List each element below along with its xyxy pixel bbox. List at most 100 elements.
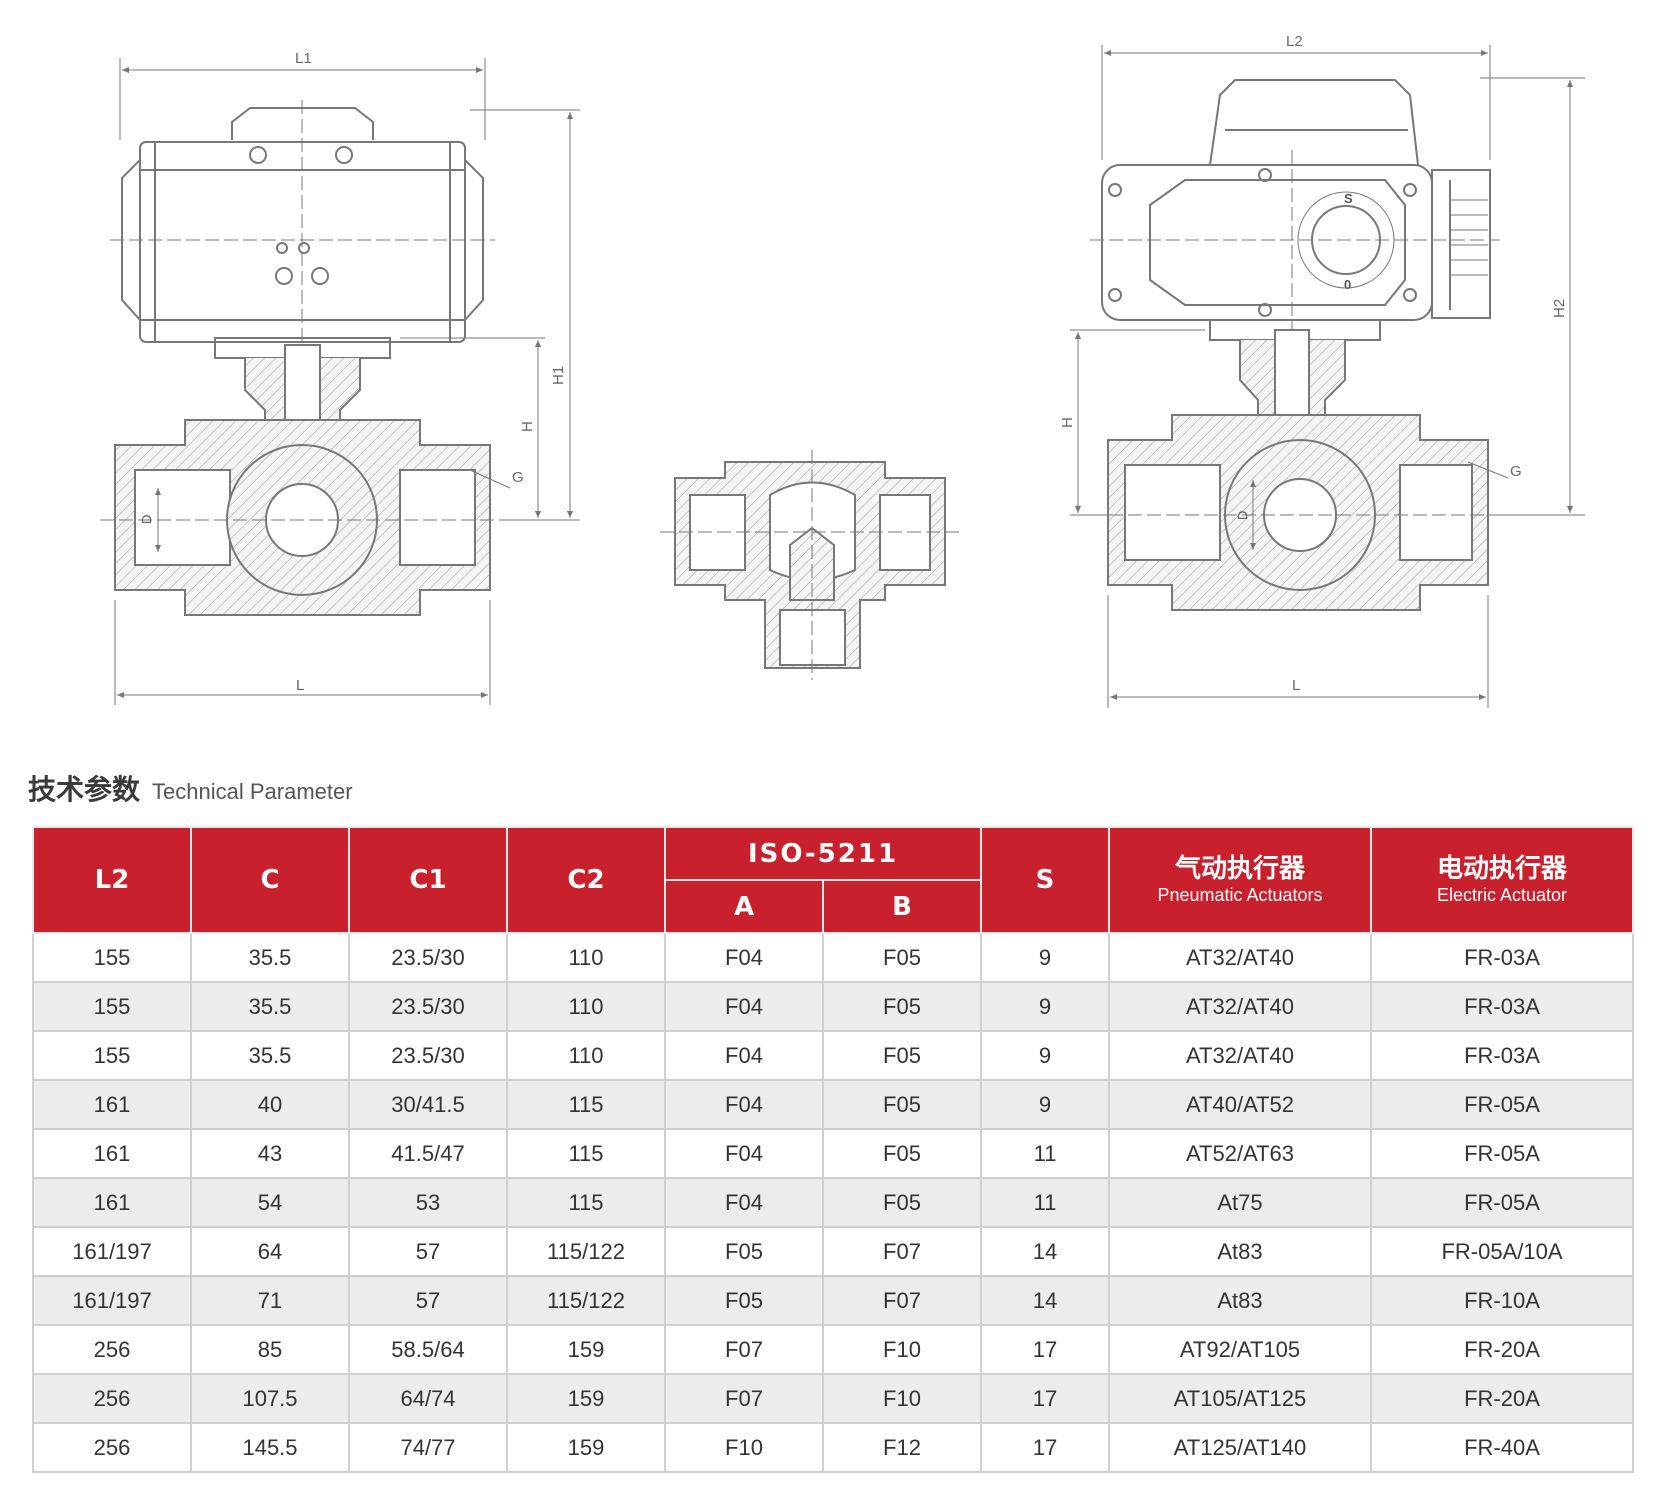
- cell-electric-actuator: FR-20A: [1370, 1373, 1635, 1424]
- cell-c: 64: [190, 1226, 350, 1277]
- cell-c: 35.5: [190, 932, 350, 983]
- cell-pneumatic-actuator: AT32/AT40: [1108, 1030, 1373, 1081]
- cell-iso-b: F05: [821, 1030, 983, 1081]
- cell-l2: 155: [32, 1030, 192, 1081]
- cell-s: 14: [980, 1226, 1111, 1277]
- cell-l2: 161/197: [32, 1275, 192, 1326]
- cell-c: 43: [190, 1128, 350, 1179]
- cell-pneumatic-actuator: At83: [1108, 1275, 1373, 1326]
- cell-electric-actuator: FR-05A/10A: [1370, 1226, 1635, 1277]
- header-pneumatic-en: Pneumatic Actuators: [1157, 885, 1323, 905]
- cell-c: 54: [190, 1177, 350, 1228]
- cell-c2: 115/122: [506, 1226, 666, 1277]
- section-title-en: Technical Parameter: [152, 779, 353, 804]
- cell-c1: 53: [348, 1177, 508, 1228]
- cell-iso-a: F04: [664, 1030, 824, 1081]
- cell-iso-a: F07: [664, 1324, 824, 1375]
- cell-l2: 256: [32, 1324, 192, 1375]
- cell-electric-actuator: FR-05A: [1370, 1177, 1635, 1228]
- cell-c2: 115/122: [506, 1275, 666, 1326]
- cell-electric-actuator: FR-03A: [1370, 932, 1635, 983]
- cell-l2: 155: [32, 932, 192, 983]
- cell-iso-b: F07: [821, 1226, 983, 1277]
- indicator-s-label: S: [1344, 191, 1353, 206]
- cell-l2: 161: [32, 1128, 192, 1179]
- dim-label-h2: H2: [1551, 299, 1568, 318]
- cell-iso-a: F05: [664, 1275, 824, 1326]
- header-iso-5211: ISO-5211: [663, 826, 983, 881]
- cell-c1: 23.5/30: [348, 981, 508, 1032]
- header-l2: L2: [32, 826, 192, 934]
- table-header: L2 C C1 C2 ISO-5211 S 气动执行器 Pneumatic Ac…: [32, 826, 1635, 934]
- cell-iso-b: F05: [821, 1128, 983, 1179]
- cell-iso-b: F07: [821, 1275, 983, 1326]
- cell-l2: 155: [32, 981, 192, 1032]
- dim-label-l: L: [296, 677, 304, 694]
- cell-pneumatic-actuator: AT105/AT125: [1108, 1373, 1373, 1424]
- dim-label-d-electric: D: [1235, 511, 1250, 520]
- cell-c: 35.5: [190, 1030, 350, 1081]
- cell-pneumatic-actuator: AT52/AT63: [1108, 1128, 1373, 1179]
- header-c1: C1: [348, 826, 508, 934]
- dim-label-l1: L1: [295, 50, 312, 67]
- dim-label-l-electric: L: [1292, 677, 1300, 694]
- cell-iso-a: F04: [664, 981, 824, 1032]
- cell-iso-b: F05: [821, 981, 983, 1032]
- cell-l2: 256: [32, 1422, 192, 1473]
- cell-iso-a: F04: [664, 1128, 824, 1179]
- section-title-zh: 技术参数: [28, 773, 141, 806]
- cell-electric-actuator: FR-40A: [1370, 1422, 1635, 1473]
- cell-iso-b: F10: [821, 1373, 983, 1424]
- cell-c2: 115: [506, 1079, 666, 1130]
- cell-pneumatic-actuator: AT32/AT40: [1108, 981, 1373, 1032]
- technical-drawings: L1 H1 H G D L: [100, 33, 1585, 708]
- cell-s: 11: [980, 1177, 1111, 1228]
- cell-c1: 57: [348, 1275, 508, 1326]
- cell-c: 145.5: [190, 1422, 350, 1473]
- cell-c2: 115: [506, 1128, 666, 1179]
- header-electric-zh: 电动执行器: [1437, 854, 1568, 884]
- header-s: S: [980, 826, 1111, 934]
- cell-pneumatic-actuator: AT32/AT40: [1108, 932, 1373, 983]
- parameter-table: L2 C C1 C2 ISO-5211 S 气动执行器 Pneumatic Ac…: [32, 826, 1635, 1473]
- cell-c1: 41.5/47: [348, 1128, 508, 1179]
- cell-electric-actuator: FR-03A: [1370, 981, 1635, 1032]
- cell-electric-actuator: FR-20A: [1370, 1324, 1635, 1375]
- dim-label-d: D: [139, 515, 154, 524]
- cell-pneumatic-actuator: At83: [1108, 1226, 1373, 1277]
- cell-c1: 74/77: [348, 1422, 508, 1473]
- dim-label-h-electric: H: [1059, 417, 1076, 428]
- cell-c: 71: [190, 1275, 350, 1326]
- cell-c: 40: [190, 1079, 350, 1130]
- cell-iso-b: F05: [821, 932, 983, 983]
- header-pneumatic-zh: 气动执行器: [1175, 854, 1306, 884]
- cell-s: 17: [980, 1422, 1111, 1473]
- cell-c2: 115: [506, 1177, 666, 1228]
- header-electric-actuator: 电动执行器 Electric Actuator: [1370, 826, 1635, 934]
- cell-iso-a: F07: [664, 1373, 824, 1424]
- cell-c1: 58.5/64: [348, 1324, 508, 1375]
- cell-c: 85: [190, 1324, 350, 1375]
- cell-c1: 57: [348, 1226, 508, 1277]
- dim-label-h1: H1: [550, 366, 567, 385]
- cell-iso-a: F04: [664, 932, 824, 983]
- cell-s: 17: [980, 1324, 1111, 1375]
- cell-l2: 161/197: [32, 1226, 192, 1277]
- cell-iso-a: F04: [664, 1079, 824, 1130]
- cell-pneumatic-actuator: AT92/AT105: [1108, 1324, 1373, 1375]
- cell-electric-actuator: FR-05A: [1370, 1128, 1635, 1179]
- cell-iso-a: F05: [664, 1226, 824, 1277]
- cell-s: 9: [980, 1079, 1111, 1130]
- cell-c2: 159: [506, 1324, 666, 1375]
- cell-c1: 30/41.5: [348, 1079, 508, 1130]
- cell-c2: 110: [506, 1030, 666, 1081]
